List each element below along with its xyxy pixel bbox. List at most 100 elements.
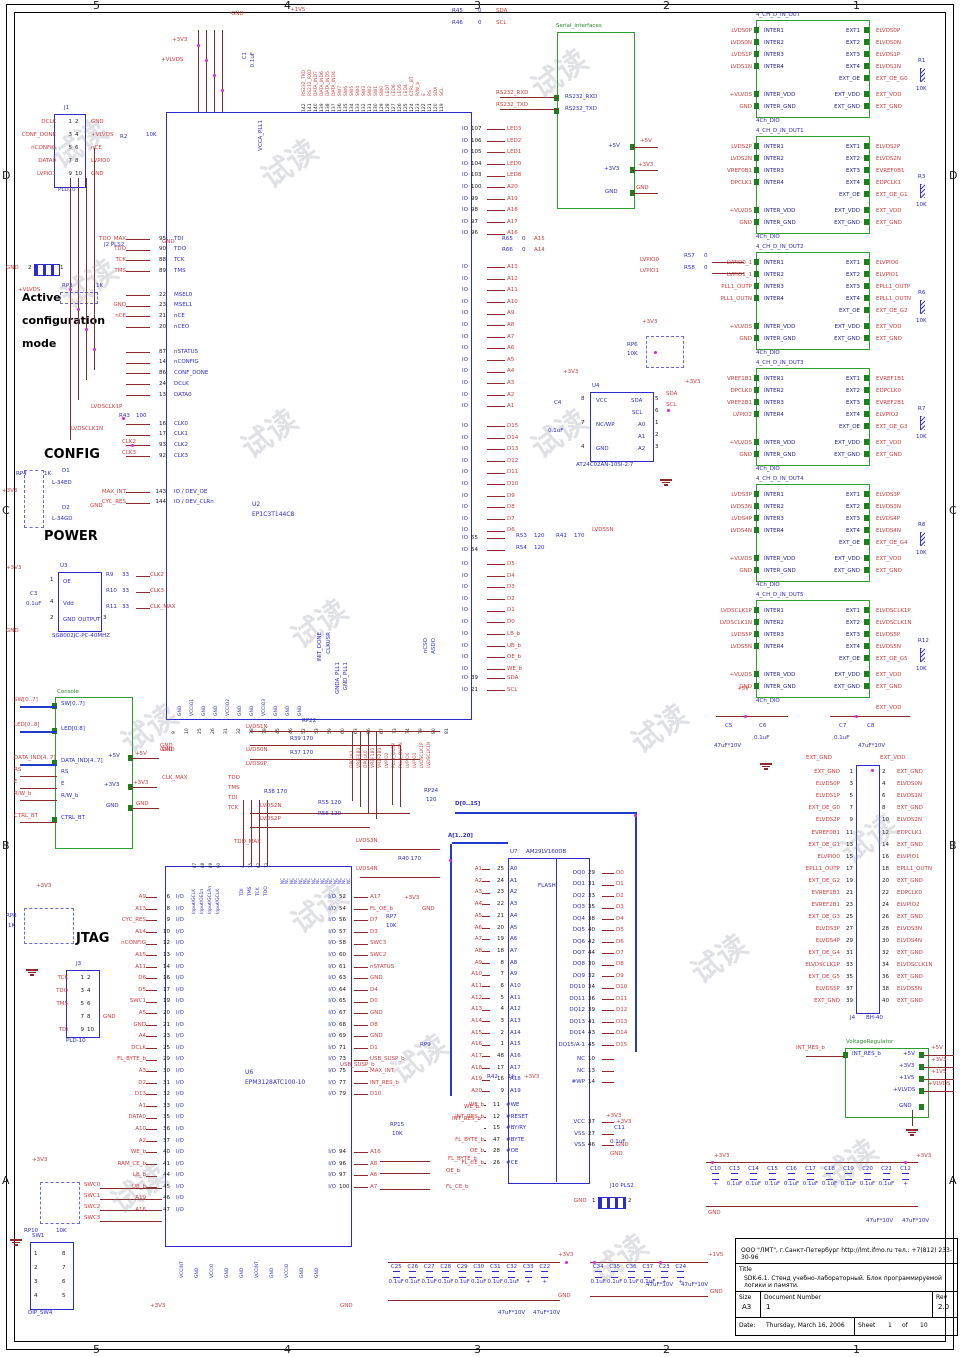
net-label: R54 bbox=[516, 545, 527, 551]
net-label: GND bbox=[6, 628, 19, 634]
serial-rxd: RS232_RXD bbox=[565, 94, 598, 100]
net-label: 47uF*10V bbox=[646, 1282, 674, 1288]
net-label: 47uF*10V bbox=[866, 1218, 894, 1224]
net-label: GND bbox=[710, 1289, 723, 1295]
net-label: 47uF*10V bbox=[681, 1282, 709, 1288]
net-label: C5 bbox=[725, 723, 733, 729]
console-gnd: GND bbox=[106, 803, 119, 809]
u4-gnd: GND bbox=[596, 446, 609, 452]
net-label: 0.1uF bbox=[250, 52, 256, 68]
net-label: +3V3 bbox=[404, 895, 420, 901]
flash-u7[interactable] bbox=[508, 858, 590, 1184]
net-label: C6 bbox=[759, 723, 767, 729]
net-label: 10K bbox=[56, 1228, 67, 1234]
active-mode-line3: mode bbox=[22, 337, 57, 350]
net-label: 10K bbox=[146, 132, 157, 138]
net-label: RP8 bbox=[6, 913, 17, 919]
net-label: 1 bbox=[853, 1343, 860, 1356]
net-label: 4 bbox=[284, 1343, 291, 1356]
net-label: SDA bbox=[496, 8, 508, 14]
j1-ref: J1 bbox=[64, 105, 70, 111]
connector-j4[interactable] bbox=[856, 765, 880, 1014]
net-label: D bbox=[949, 169, 958, 182]
net-label: GND bbox=[231, 11, 244, 17]
u4-a1: A1 bbox=[638, 434, 646, 440]
rpack-rp4 bbox=[24, 470, 44, 528]
eeprom-u4[interactable] bbox=[590, 392, 654, 462]
serial-txd: RS232_TXD bbox=[565, 106, 597, 112]
serial-block[interactable] bbox=[557, 32, 635, 209]
connector-j3[interactable] bbox=[66, 970, 100, 1038]
vreg-block[interactable] bbox=[845, 1048, 929, 1118]
u7-abus-label: A[1..20] bbox=[448, 833, 473, 839]
u7-part: AM29LV160DB bbox=[526, 849, 567, 855]
net-label: LVDS4N bbox=[356, 866, 378, 872]
cpld-u6[interactable] bbox=[165, 866, 352, 1247]
net-label: LVDS2N bbox=[260, 803, 282, 809]
net-label: +3V3 bbox=[2, 488, 18, 494]
net-label: +3V3 bbox=[916, 1153, 932, 1159]
net-label: +3V3 bbox=[172, 37, 188, 43]
power-label: POWER bbox=[44, 529, 98, 544]
net-label: A14 bbox=[534, 247, 545, 253]
osc-u3[interactable] bbox=[58, 572, 102, 632]
j10-ref: J10 PLS2 bbox=[610, 1183, 634, 1189]
u6-part: EPM3128ATC100-10 bbox=[245, 1079, 306, 1086]
net-label: RP4 bbox=[16, 471, 27, 477]
sheet-label: Sheet bbox=[858, 1322, 876, 1329]
gnd-symbol bbox=[10, 1238, 22, 1246]
jumper-j10[interactable] bbox=[598, 1197, 626, 1209]
net-label: EXT_GND bbox=[806, 755, 832, 761]
console-led: LED[0:8] bbox=[61, 726, 85, 732]
net-label: D2 bbox=[62, 505, 70, 511]
net-label: GND bbox=[160, 747, 173, 753]
net-label: LVDS0P bbox=[246, 761, 267, 767]
net-label: GND bbox=[610, 1151, 623, 1157]
net-label: +3V3 bbox=[524, 1074, 540, 1080]
net-label: +3V3 bbox=[931, 1057, 947, 1063]
net-label: +VLVDS bbox=[928, 1081, 951, 1087]
net-label: GND bbox=[558, 1293, 571, 1299]
u4-part: AT24C02AN-10SI-2.7 bbox=[576, 462, 634, 468]
net-label: CTRL_BT bbox=[14, 813, 38, 819]
jumper-j2[interactable] bbox=[34, 264, 60, 276]
net-label: R/W_b bbox=[14, 791, 32, 797]
net-label: R38 170 bbox=[264, 789, 288, 795]
gnd-symbol bbox=[906, 1128, 918, 1136]
dip-sw4[interactable] bbox=[30, 1242, 74, 1310]
net-label: 1 bbox=[592, 1198, 596, 1204]
title-block: ООО "ЛМТ", г.Санкт-Петербург http://lmt.… bbox=[735, 1238, 958, 1336]
gnd-symbol bbox=[26, 968, 38, 976]
console-block[interactable] bbox=[55, 697, 133, 849]
net-label: 0 bbox=[522, 236, 526, 242]
net-label: +3V3 bbox=[6, 565, 22, 571]
net-label: R65 bbox=[502, 236, 513, 242]
fpga-u2[interactable] bbox=[166, 112, 472, 720]
dio-res-ref: R6 bbox=[918, 290, 926, 296]
net-label: GND bbox=[636, 185, 649, 191]
net-label: R41 bbox=[556, 533, 567, 539]
net-label: 5 bbox=[93, 0, 100, 12]
net-label: USB_SUSP_b bbox=[340, 1062, 375, 1068]
net-label: 1K bbox=[8, 923, 16, 929]
net-label: 0 bbox=[478, 20, 482, 26]
net-label: +1V5 bbox=[290, 7, 306, 13]
net-label: C4 bbox=[554, 400, 562, 406]
net-label: 47uF*10V bbox=[498, 1310, 526, 1316]
net-label: 170 bbox=[574, 533, 585, 539]
net-label: +5V bbox=[640, 138, 652, 144]
net-label: LVPIO0 bbox=[640, 257, 659, 263]
resistor-glyph bbox=[920, 532, 925, 546]
